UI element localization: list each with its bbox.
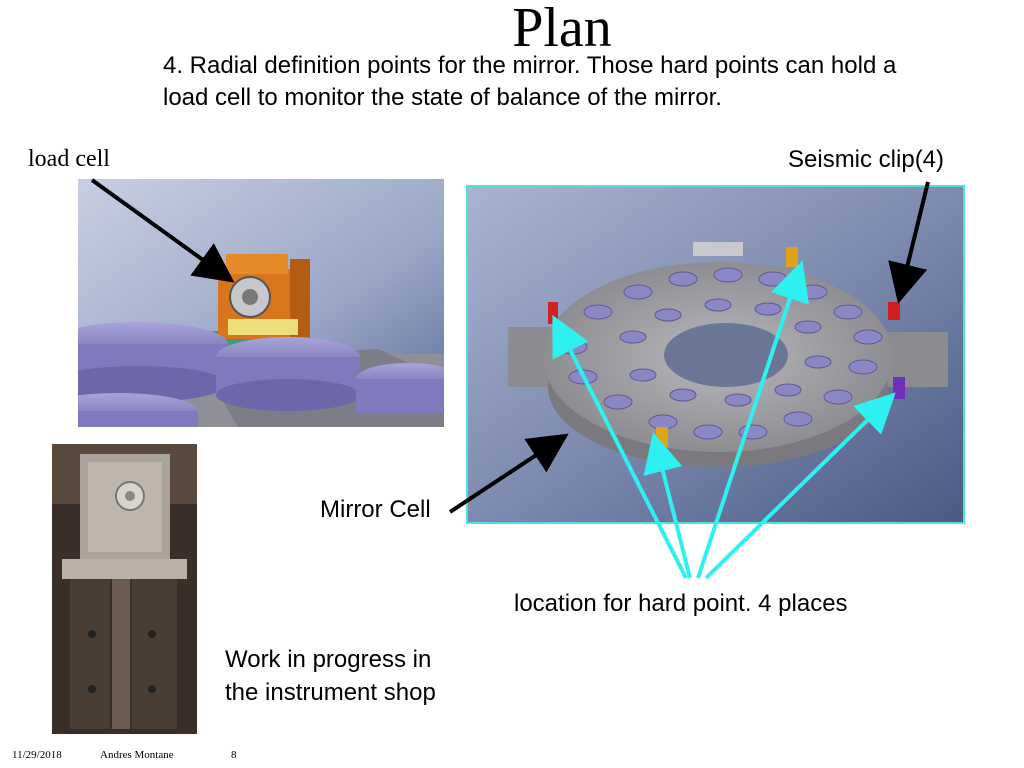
- footer-date: 11/29/2018: [12, 749, 62, 761]
- mirror-cell-label: Mirror Cell: [320, 496, 431, 523]
- load-cell-render: [78, 179, 444, 427]
- footer-author: Andres Montane: [100, 749, 174, 761]
- instrument-shop-photo: [52, 444, 197, 734]
- hard-point-arrow-1: [552, 314, 688, 579]
- work-line-1: Work in progress in: [225, 646, 432, 673]
- work-line-2: the instrument shop: [225, 679, 436, 706]
- seismic-clip-label: Seismic clip(4): [788, 146, 945, 173]
- hard-point-arrow-3: [696, 260, 809, 579]
- mirror-cell-arrow: [448, 433, 569, 514]
- hard-point-arrow-4: [704, 392, 896, 580]
- slide-title: Plan: [512, 0, 612, 59]
- description-text: 4. Radial definition points for the mirr…: [163, 52, 897, 111]
- footer-page-number: 8: [231, 749, 237, 761]
- hard-point-label: location for hard point. 4 places: [514, 590, 848, 617]
- hard-point-arrow-2: [643, 432, 692, 579]
- load-cell-arrow: [90, 178, 235, 283]
- seismic-clip-arrow: [888, 181, 930, 304]
- work-in-progress-text: Work in progress in the instrument shop: [225, 643, 436, 709]
- load-cell-label: load cell: [28, 146, 110, 172]
